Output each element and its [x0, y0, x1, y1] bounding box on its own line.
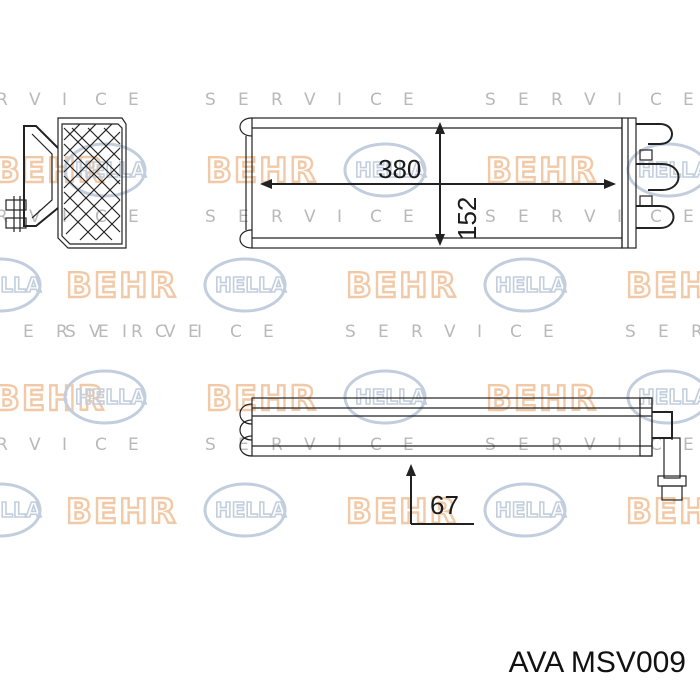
watermark-row-4: BEHR BEHR BEHR HELLA HELLA HELLA: [0, 482, 700, 538]
hella-watermark-text: HELLA: [495, 498, 567, 522]
behr-watermark: BEHR: [626, 266, 700, 306]
watermark-row-2: BEHR BEHR BEHR HELLA HELLA HELLA: [0, 257, 700, 313]
hella-logo-watermark: HELLA: [0, 257, 43, 313]
hella-watermark-text: HELLA: [638, 158, 700, 182]
behr-watermark: BEHR: [486, 151, 598, 191]
watermark-row-1: BEHR BEHR BEHR HELLA HELLA HELLA: [0, 142, 700, 198]
hella-watermark-text: HELLA: [638, 385, 700, 409]
hella-logo-watermark: HELLA: [483, 482, 568, 538]
evaporator-side-view: [5, 117, 127, 249]
height-dimension-label: 152: [452, 197, 482, 240]
depth-dimension-label: 67: [430, 490, 459, 520]
behr-watermark: BEHR: [206, 379, 318, 419]
hella-watermark-text: HELLA: [495, 273, 567, 297]
hella-watermark-text: HELLA: [0, 498, 42, 522]
hella-logo-watermark: HELLA: [63, 142, 148, 198]
part-number-caption: AVA MSV009: [508, 646, 686, 679]
hella-watermark-text: HELLA: [355, 158, 427, 182]
hella-watermark-text: HELLA: [75, 385, 147, 409]
dimension-length: 380: [260, 154, 616, 189]
hella-watermark-text: HELLA: [355, 385, 427, 409]
hella-watermark-text: HELLA: [215, 273, 287, 297]
hella-logo-watermark: HELLA: [0, 482, 43, 538]
hella-logo-watermark: HELLA: [626, 142, 700, 198]
fin-hatch-pattern: [63, 123, 121, 241]
hella-logo-watermark: HELLA: [483, 257, 568, 313]
hella-logo-watermark: HELLA: [63, 369, 148, 425]
hella-logo-watermark: HELLA: [343, 142, 428, 198]
hella-logo-watermark: HELLA: [626, 369, 700, 425]
watermark-row-3: BEHR BEHR BEHR HELLA HELLA HELLA: [0, 369, 700, 425]
service-row: SERVICESERVICESERVICE: [0, 207, 694, 227]
behr-watermark: BEHR: [486, 379, 598, 419]
behr-watermark: BEHR: [66, 492, 178, 532]
service-row: SERVICESERVICESERVICESERVICE: [0, 322, 700, 342]
behr-watermark: BEHR: [346, 492, 458, 532]
behr-watermark: BEHR: [626, 492, 700, 532]
hella-watermark-text: HELLA: [0, 273, 42, 297]
hella-logo-watermark: HELLA: [343, 369, 428, 425]
behr-watermark: BEHR: [66, 266, 178, 306]
behr-watermark: BEHR: [0, 379, 106, 419]
evaporator-bottom-view: [239, 397, 687, 501]
dimension-height: 152: [435, 122, 482, 246]
hella-watermark-text: HELLA: [75, 158, 147, 182]
length-dimension-label: 380: [378, 154, 421, 184]
dimension-depth: 67: [406, 464, 474, 525]
hella-logo-watermark: HELLA: [203, 257, 288, 313]
hella-watermark-text: HELLA: [215, 498, 287, 522]
watermark-layer: BEHR BEHR BEHR HELLA HELLA HELLA BEHR BE…: [0, 90, 700, 538]
behr-watermark: BEHR: [346, 266, 458, 306]
hella-logo-watermark: HELLA: [203, 482, 288, 538]
